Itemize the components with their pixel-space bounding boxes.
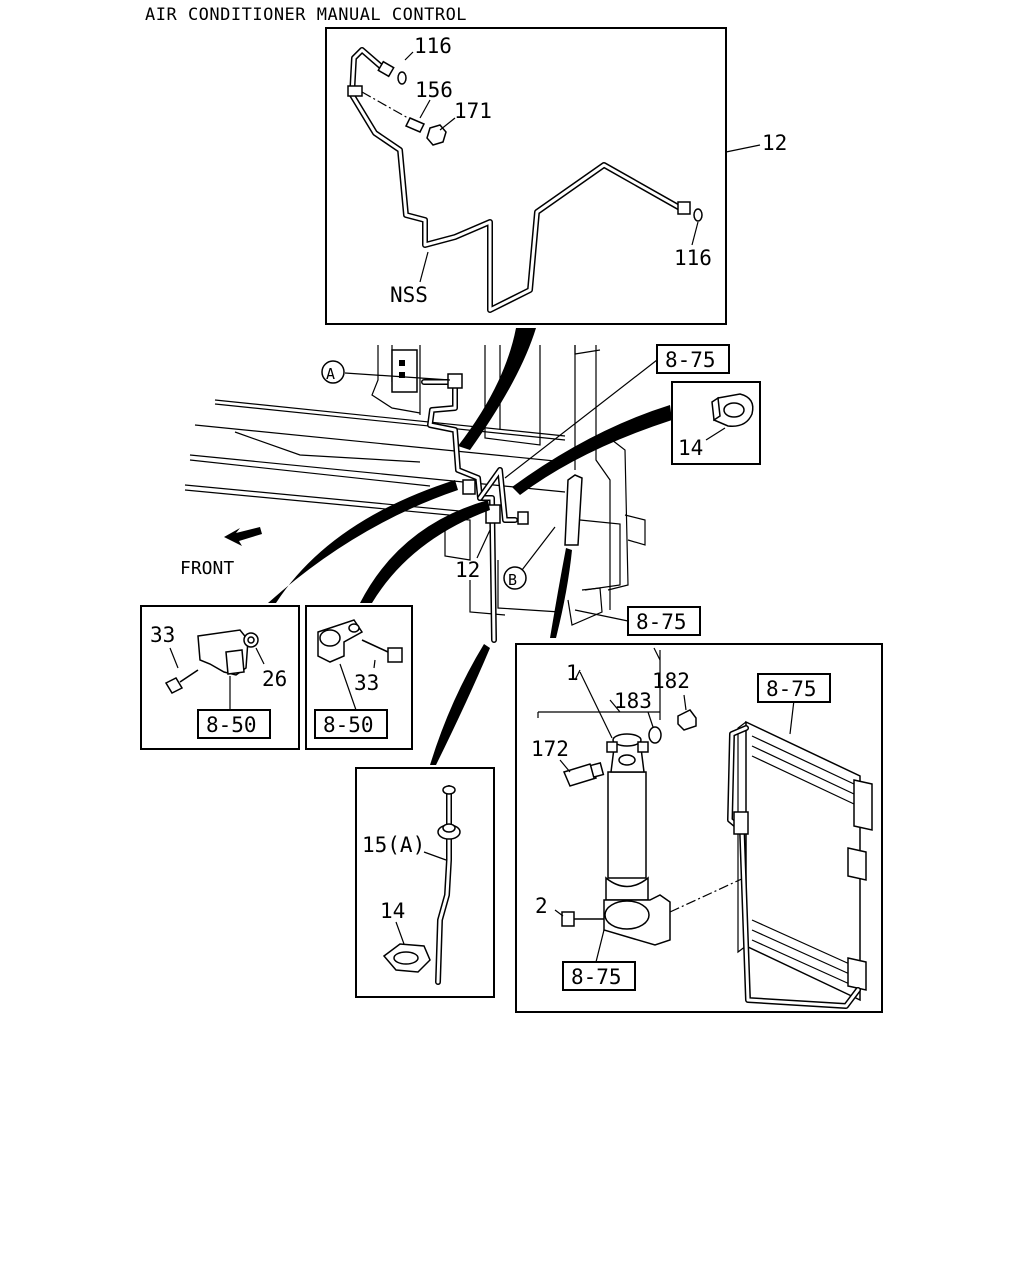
label-26: 26 bbox=[262, 667, 287, 691]
wedge-to-clip-detail bbox=[512, 405, 672, 495]
label-front: FRONT bbox=[180, 558, 234, 579]
bolt-156 bbox=[404, 117, 426, 133]
ref-8-75-condenser: 8-75 bbox=[766, 677, 817, 701]
pipe-detail-panel: 116 156 171 116 NSS 12 bbox=[325, 27, 787, 325]
label-15a: 15(A) bbox=[362, 833, 425, 857]
bracket-left-panel: 33 26 8-50 bbox=[140, 605, 300, 750]
drier-condenser-panel: 1 183 182 172 2 8-75 8-75 bbox=[515, 643, 883, 1013]
pipe-detail-frame bbox=[325, 27, 727, 325]
pipe-bracket bbox=[347, 85, 363, 97]
label-2: 2 bbox=[535, 894, 548, 918]
ref-8-50-left: 8-50 bbox=[206, 713, 257, 737]
bolt-installed bbox=[517, 511, 529, 525]
ref-box-8-50-left bbox=[197, 709, 271, 739]
ref-box-8-75-mid bbox=[627, 606, 701, 636]
pressure-switch-172 bbox=[562, 763, 598, 787]
wedge-to-top-detail bbox=[458, 328, 536, 450]
ref-b-letter: B bbox=[508, 571, 517, 589]
label-182: 182 bbox=[652, 669, 690, 693]
pipe-bracket-installed bbox=[462, 479, 476, 495]
hose-15a-panel: 15(A) 14 bbox=[355, 767, 495, 998]
label-1: 1 bbox=[566, 661, 579, 685]
ref-8-75-mid: 8-75 bbox=[636, 610, 687, 634]
front-arrow-icon bbox=[224, 527, 262, 546]
diagram-title: AIR CONDITIONER MANUAL CONTROL bbox=[145, 5, 467, 25]
ref-box-8-75-top bbox=[656, 344, 730, 374]
ref-8-75-top: 8-75 bbox=[665, 348, 716, 372]
o-ring-116-top bbox=[397, 71, 407, 85]
fitting-nut-bottom bbox=[677, 201, 691, 215]
ref-circle-b bbox=[503, 566, 527, 590]
bolt-2 bbox=[561, 911, 575, 927]
wedge-to-drier-detail bbox=[550, 548, 572, 638]
bolt-33-right bbox=[387, 647, 403, 663]
label-116-top: 116 bbox=[414, 34, 452, 58]
label-171: 171 bbox=[454, 99, 492, 123]
ref-8-75-drier: 8-75 bbox=[571, 965, 622, 989]
o-ring-116-bottom bbox=[693, 208, 703, 222]
label-12-main: 12 bbox=[455, 558, 480, 582]
ref-circle-a bbox=[321, 360, 345, 384]
plug-182 bbox=[677, 709, 697, 731]
wedge-to-middle-detail bbox=[360, 500, 490, 603]
label-172: 172 bbox=[531, 737, 569, 761]
wedge-to-left-detail bbox=[268, 480, 458, 603]
ref-8-50-right: 8-50 bbox=[323, 713, 374, 737]
label-14-clip: 14 bbox=[678, 436, 703, 460]
bulkhead-plate bbox=[391, 349, 418, 393]
label-116-bottom: 116 bbox=[674, 246, 712, 270]
fitting-nut-top bbox=[377, 60, 395, 78]
condenser-fitting bbox=[733, 811, 749, 835]
label-183: 183 bbox=[614, 689, 652, 713]
label-12-callout: 12 bbox=[762, 131, 787, 155]
nut-171 bbox=[426, 124, 447, 146]
o-ring-183 bbox=[648, 726, 662, 744]
receiver-tank bbox=[564, 474, 583, 546]
bracket-right-panel: 33 8-50 bbox=[305, 605, 413, 750]
pipe-joint-a bbox=[447, 373, 463, 389]
ref-a-letter: A bbox=[326, 365, 335, 383]
ref-box-8-50-right bbox=[314, 709, 388, 739]
receiver-drier bbox=[607, 771, 647, 879]
ref-box-8-75-condenser bbox=[757, 673, 831, 703]
label-156: 156 bbox=[415, 78, 453, 102]
vehicle-assembly: A B 12 8-75 8-75 FRONT bbox=[180, 344, 730, 643]
label-33-left: 33 bbox=[150, 623, 175, 647]
label-nss: NSS bbox=[390, 283, 428, 307]
label-33-right: 33 bbox=[354, 671, 379, 695]
wedge-to-hose-detail bbox=[430, 644, 490, 765]
clip-14-panel: 14 bbox=[671, 381, 761, 465]
callout-wedges bbox=[268, 328, 672, 765]
label-14-lower: 14 bbox=[380, 899, 405, 923]
ref-box-8-75-drier bbox=[562, 961, 636, 991]
bolt-33-left bbox=[164, 677, 184, 694]
